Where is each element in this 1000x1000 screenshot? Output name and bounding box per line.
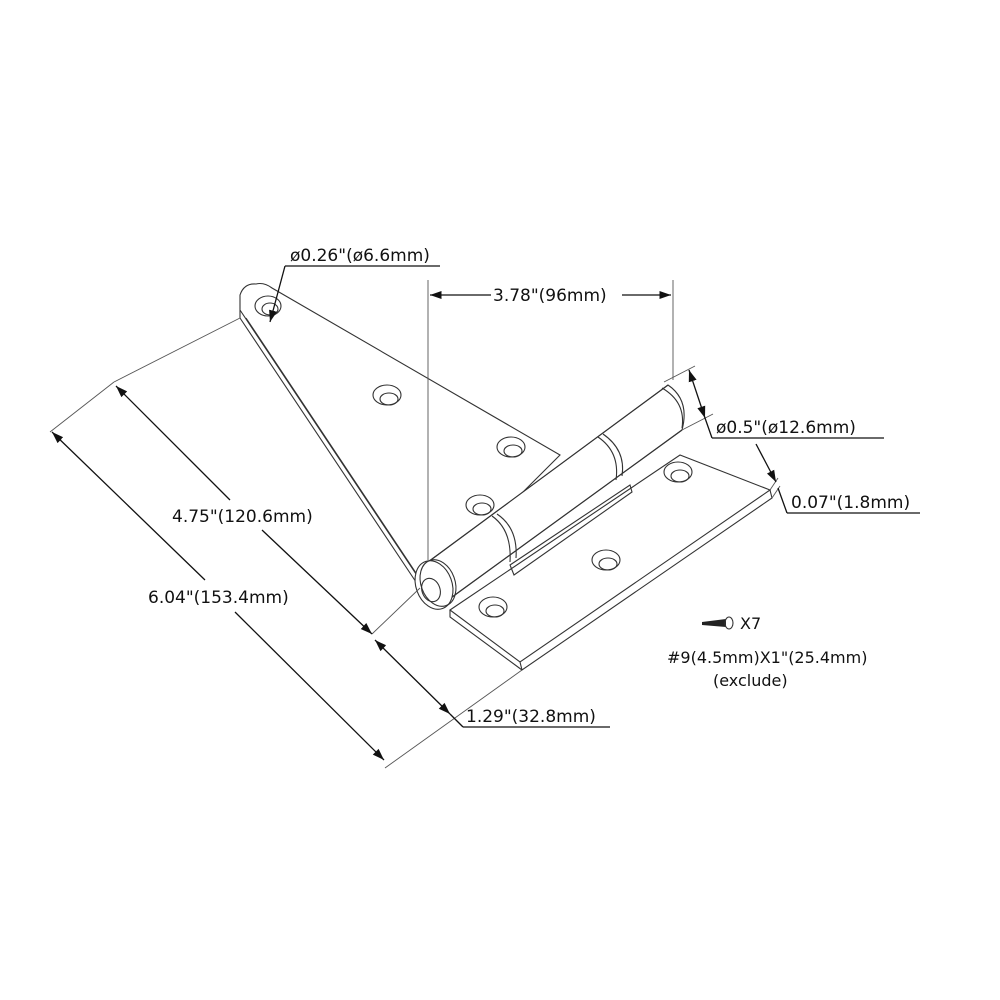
dim-strap-length: [115, 385, 373, 635]
dim-hole-diameter: [269, 265, 440, 323]
label-overall-length: 6.04"(153.4mm): [148, 588, 289, 608]
label-thickness: 0.07"(1.8mm): [791, 493, 910, 513]
dim-leaf-length: [374, 639, 610, 728]
hinge-knuckle: [414, 384, 685, 610]
label-screw-spec: #9(4.5mm)X1"(25.4mm): [667, 648, 867, 667]
label-knuckle-diameter: ø0.5"(ø12.6mm): [716, 418, 856, 438]
label-screw-note: (exclude): [713, 671, 788, 690]
length-extension-lines: [49, 317, 523, 769]
label-leaf-width: 3.78"(96mm): [493, 286, 607, 306]
dim-thickness: [755, 443, 920, 514]
dim-knuckle-diameter: [663, 365, 884, 439]
screw-icon: [702, 616, 734, 630]
label-screw-quantity: X7: [740, 614, 761, 633]
label-hole-diameter: ø0.26"(ø6.6mm): [290, 246, 430, 266]
dim-leaf-width: [427, 280, 674, 560]
label-leaf-length: 1.29"(32.8mm): [466, 707, 596, 727]
label-strap-length: 4.75"(120.6mm): [172, 507, 313, 527]
dim-overall-length: [51, 431, 385, 761]
t-strap-leaf: [239, 282, 561, 589]
